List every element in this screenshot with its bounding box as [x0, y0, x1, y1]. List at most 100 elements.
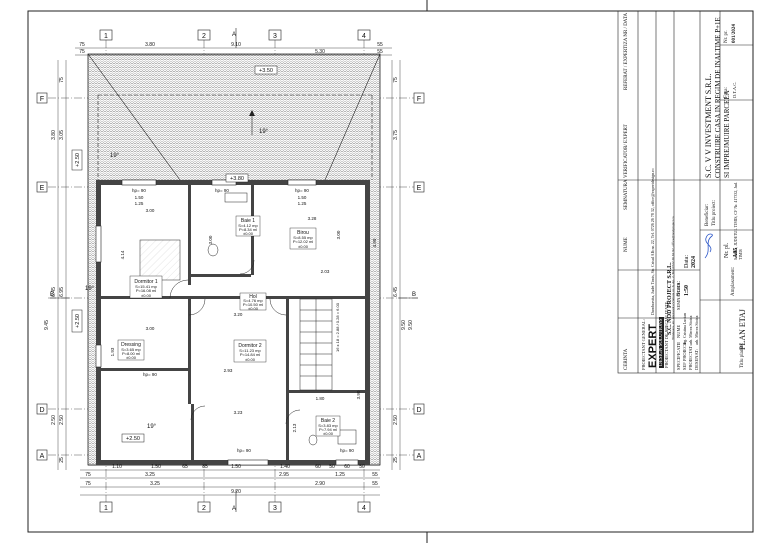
axis-bubbles-bottom: 1 2 3 4: [99, 501, 371, 513]
section-B-left: B: [50, 292, 54, 298]
dim-b3-1: 75: [85, 481, 91, 487]
dim-b4-1: 9.20: [231, 489, 241, 495]
room-area: S=3.83 mp: [318, 423, 338, 428]
dim-top-7: 55: [377, 49, 383, 55]
window-height-5: hp= 90: [237, 448, 251, 453]
room-area: S=4.12 mp: [238, 223, 258, 228]
dim-left-3: 6.45: [51, 287, 57, 297]
int-dim-5: 3.00: [146, 208, 155, 213]
axis-label-D: D: [39, 407, 44, 414]
tb-header-verificator: VERIFICATOR/ EXPERT: [624, 124, 629, 178]
dimensions-bottom-2: 75 3.25 2.95 1.25 55: [85, 472, 378, 478]
dim-left-6: 2.50: [51, 415, 57, 425]
dim-top-3: 9.10: [231, 42, 241, 48]
dim-b2-2: 3.25: [145, 472, 155, 478]
int-dim-13: 3.23: [234, 410, 243, 415]
dim-right-7: 25: [393, 457, 399, 463]
axis-bubbles-right: F E D A: [413, 92, 425, 461]
tb-header-semnatura: SEMNATURA: [624, 179, 629, 210]
axis-bubbles-top: 1 2 3 4: [99, 29, 371, 41]
dimensions-bottom-3: 75 3.25 2.90 55: [85, 481, 378, 487]
level-tag-1: +3.50: [259, 68, 273, 74]
dim-b1-10: 50: [359, 464, 365, 470]
room-baie-1: Baie 1 S=4.12 mp P=8.34 ml ±0.00: [235, 215, 261, 237]
int-dim-8: 2.03: [321, 269, 330, 274]
room-perimeter: P=10.50 ml: [243, 302, 263, 307]
tb-header-nume: NUME: [624, 237, 629, 252]
dim-b1-7: 60: [315, 464, 321, 470]
tb-project-no-label: Nr. pr.: [724, 30, 729, 43]
room-area: S=4.76 mp: [243, 298, 263, 303]
dim-top-5: 55: [377, 42, 383, 48]
doors: [169, 259, 301, 425]
int-dim-9: 3.00: [146, 326, 155, 331]
window-height-6: hp= 90: [340, 448, 354, 453]
int-dim-11: 1.93: [110, 347, 115, 356]
room-name: Dormitor 1: [134, 279, 158, 285]
dim-left-5: 9.45: [44, 320, 50, 330]
int-dim-16: 3.90: [356, 390, 361, 399]
tb-designer-logo: EXPERT: [647, 323, 659, 368]
room-baie-2: Baie 2 S=3.83 mp P=7.94 ml ±0.00: [315, 415, 341, 437]
room-name: Hol: [249, 294, 257, 300]
section-marks: A A B B: [50, 28, 418, 512]
axis-label-A: A: [40, 453, 45, 460]
room-perimeter: P=8.00 ml: [122, 351, 140, 356]
section-B-right: B: [412, 292, 416, 298]
axis-label-4-bottom: 4: [362, 505, 366, 512]
dim-b3-3: 2.90: [315, 481, 325, 487]
tb-plan-title: PLAN ETAJ: [738, 309, 747, 350]
dimensions-right: 3.75 6.45 9.50 9.50 2.50 75 25: [393, 77, 414, 463]
windows: [95, 179, 359, 466]
level-tag-4: +2.50: [75, 314, 81, 328]
int-dim-18: 4.14: [120, 250, 125, 259]
tb-role-3-name: arh. Mircea Stoica: [694, 315, 699, 345]
tb-date: 2024: [691, 256, 697, 268]
room-level: ±0.00: [248, 306, 259, 311]
room-level: ±0.00: [298, 244, 309, 249]
tb-location-label: Amplasament:: [731, 266, 736, 296]
stair-label: 16 x 18 = 2.88 / 0.28 = 6.00: [335, 302, 340, 352]
dim-top-2: 3.80: [145, 42, 155, 48]
room-dormitor-1: Dormitor 1 S=15.41 mp P=16.08 ml ±0.00: [129, 275, 163, 299]
section-A-top: A: [232, 32, 236, 38]
tb-project-title: CONSTRUIRE CASA IN REGIM DE INALTIME P+1…: [714, 17, 731, 178]
roof-slope-2: 19°: [110, 153, 120, 159]
tb-role-0-name: NUME: [676, 324, 681, 338]
dim-left-1: 3.80: [51, 130, 57, 140]
window-height-4: hp= 90: [143, 372, 157, 377]
dim-b2-3: 2.95: [279, 472, 289, 478]
axis-label-1: 1: [104, 33, 108, 40]
title-block: [617, 10, 754, 374]
roof-slope-3: 19°: [85, 286, 95, 292]
signature-mark: [704, 233, 713, 259]
tb-sheet-no: A05: [733, 247, 739, 258]
tb-date-label: Data:: [684, 255, 690, 268]
room-dormitor-2: Dormitor 2 S=11.23 mp P=14.84 ml ±0.00: [233, 339, 267, 363]
room-area: S=8.55 mp: [293, 235, 313, 240]
int-dim-10: 3.20: [234, 312, 243, 317]
dim-right-3: 9.50: [401, 320, 407, 330]
room-perimeter: P=7.94 ml: [319, 427, 337, 432]
dim-b1-8: 50: [329, 464, 335, 470]
room-area: S=11.23 mp: [239, 348, 261, 353]
roof-slope-1: 19°: [259, 129, 269, 135]
int-dim-17: 4.90: [372, 238, 377, 247]
axis-label-2-bottom: 2: [202, 505, 206, 512]
axis-label-D-right: D: [416, 407, 421, 414]
dim-left-8: 75: [59, 77, 65, 83]
dim-right-6: 75: [393, 77, 399, 83]
int-dim-1: 1.50: [135, 195, 144, 200]
room-area: S=3.65 mp: [121, 347, 141, 352]
int-dim-6: 3.28: [308, 216, 317, 221]
room-level: ±0.00: [245, 357, 256, 362]
stair: [299, 298, 333, 391]
tb-project-no: 001/2024: [732, 24, 737, 43]
int-dim-14: 1.80: [316, 396, 325, 401]
level-tag-2: +2.50: [75, 153, 81, 167]
roof-slopes: 19° 19° 19° 19°: [85, 110, 269, 430]
room-dressing: Dressing S=3.65 mp P=8.00 ml ±0.00: [117, 339, 145, 361]
dim-b2-4: 1.25: [335, 472, 345, 478]
dim-b2-5: 55: [372, 472, 378, 478]
